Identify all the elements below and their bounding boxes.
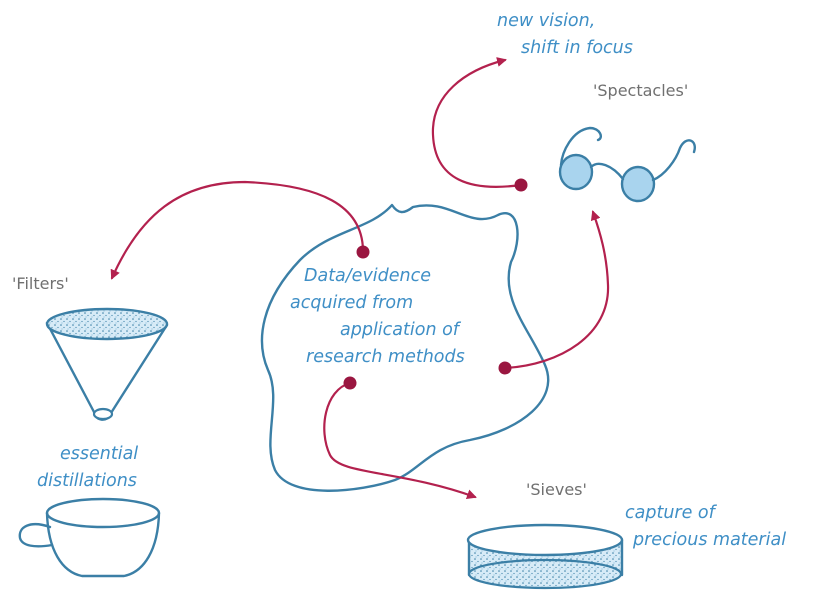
essential-line-1: essential: [60, 444, 138, 464]
spectacles-label: 'Spectacles': [593, 81, 688, 100]
dot-filters: [356, 245, 370, 259]
capture-line-2: precious material: [632, 530, 786, 550]
capture-line-1: capture of: [625, 503, 718, 523]
arrow-to-sieves: [323, 381, 477, 499]
arrow-to-spectacles: [503, 210, 610, 370]
spectacles-icon: [558, 126, 696, 203]
arrow-to-filters: [110, 180, 365, 280]
center-line-1: Data/evidence: [304, 266, 431, 286]
sieve-icon: [466, 523, 624, 590]
dot-sieves: [343, 376, 357, 390]
cup-icon: [18, 497, 161, 578]
filters-label: 'Filters': [12, 274, 69, 293]
arrow-to-new-vision: [431, 57, 523, 188]
center-line-3: application of: [340, 320, 462, 340]
dot-spectacles: [498, 361, 512, 375]
sieves-label: 'Sieves': [526, 480, 587, 499]
new-vision-line-1: new vision,: [497, 11, 595, 31]
cloud-blob: [260, 203, 550, 492]
dot-new-vision: [514, 178, 528, 192]
new-vision-line-2: shift in focus: [521, 38, 633, 58]
funnel-icon: [45, 307, 169, 421]
center-line-4: research methods: [306, 347, 465, 367]
center-line-2: acquired from: [290, 293, 413, 313]
essential-line-2: distillations: [37, 471, 137, 491]
